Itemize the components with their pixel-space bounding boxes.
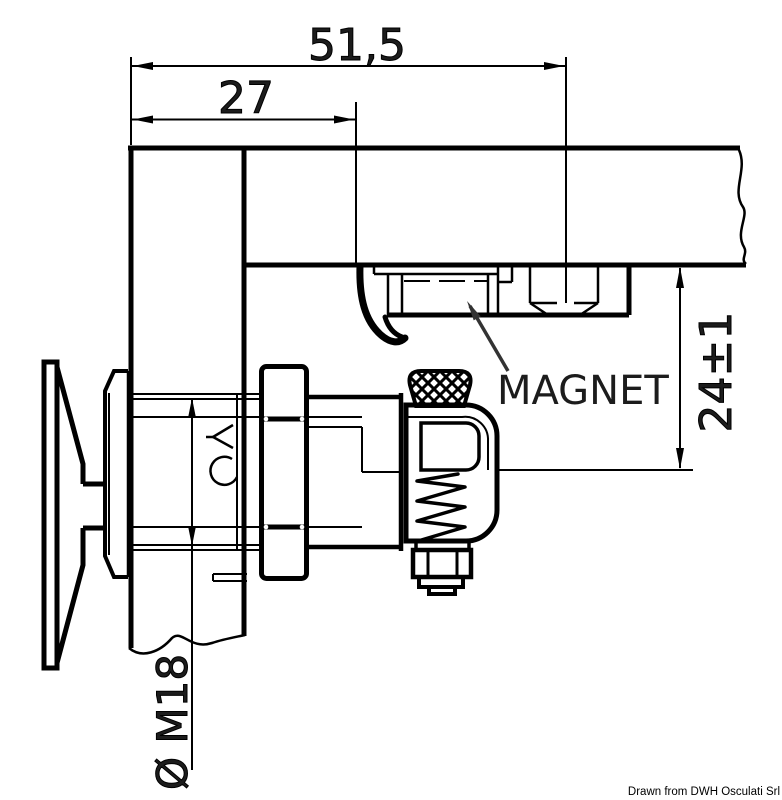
- screw-hex-head: [410, 547, 474, 580]
- keyway-marks: [206, 423, 239, 487]
- rosette-flange: [103, 369, 130, 579]
- threaded-shank: [128, 393, 362, 551]
- cabinet-rail: [128, 145, 747, 268]
- dimension-thread: Ø M18: [148, 398, 198, 791]
- dimension-drop-height-label: 24±1: [691, 312, 742, 433]
- rail-break-line: [737, 149, 747, 265]
- magnet-label: MAGNET: [497, 368, 669, 414]
- leader-arrowhead: [467, 301, 481, 321]
- dimension-hook-depth: 27: [131, 73, 357, 264]
- spring: [415, 472, 467, 543]
- credit-text: Drawn from DWH Osculati Srl: [628, 786, 780, 798]
- rotation-chevron: [210, 423, 234, 450]
- keyhole-arc: [209, 455, 239, 487]
- dimension-overall-depth: 51,5: [130, 20, 567, 303]
- magnet-label-group: MAGNET: [467, 301, 669, 414]
- adjuster-screw: [410, 539, 474, 596]
- knurl-crosshatch: [409, 371, 471, 406]
- latch-slot: [419, 421, 481, 472]
- lock-barrel: [307, 393, 404, 551]
- hex-nut: [259, 364, 309, 581]
- knurled-adjuster: [407, 369, 473, 408]
- dimension-drop-height: 24±1: [497, 267, 743, 471]
- cabinet-panel: [128, 146, 247, 655]
- dimension-overall-depth-label: 51,5: [308, 20, 406, 71]
- latch-hook: [356, 262, 409, 346]
- latch-housing: [403, 402, 500, 544]
- lock-knob: [41, 359, 106, 671]
- dimension-hook-depth-label: 27: [218, 73, 274, 124]
- magnet-bracket: [372, 263, 632, 318]
- dimension-thread-label: Ø M18: [148, 654, 197, 790]
- panel-break-line: [128, 633, 246, 655]
